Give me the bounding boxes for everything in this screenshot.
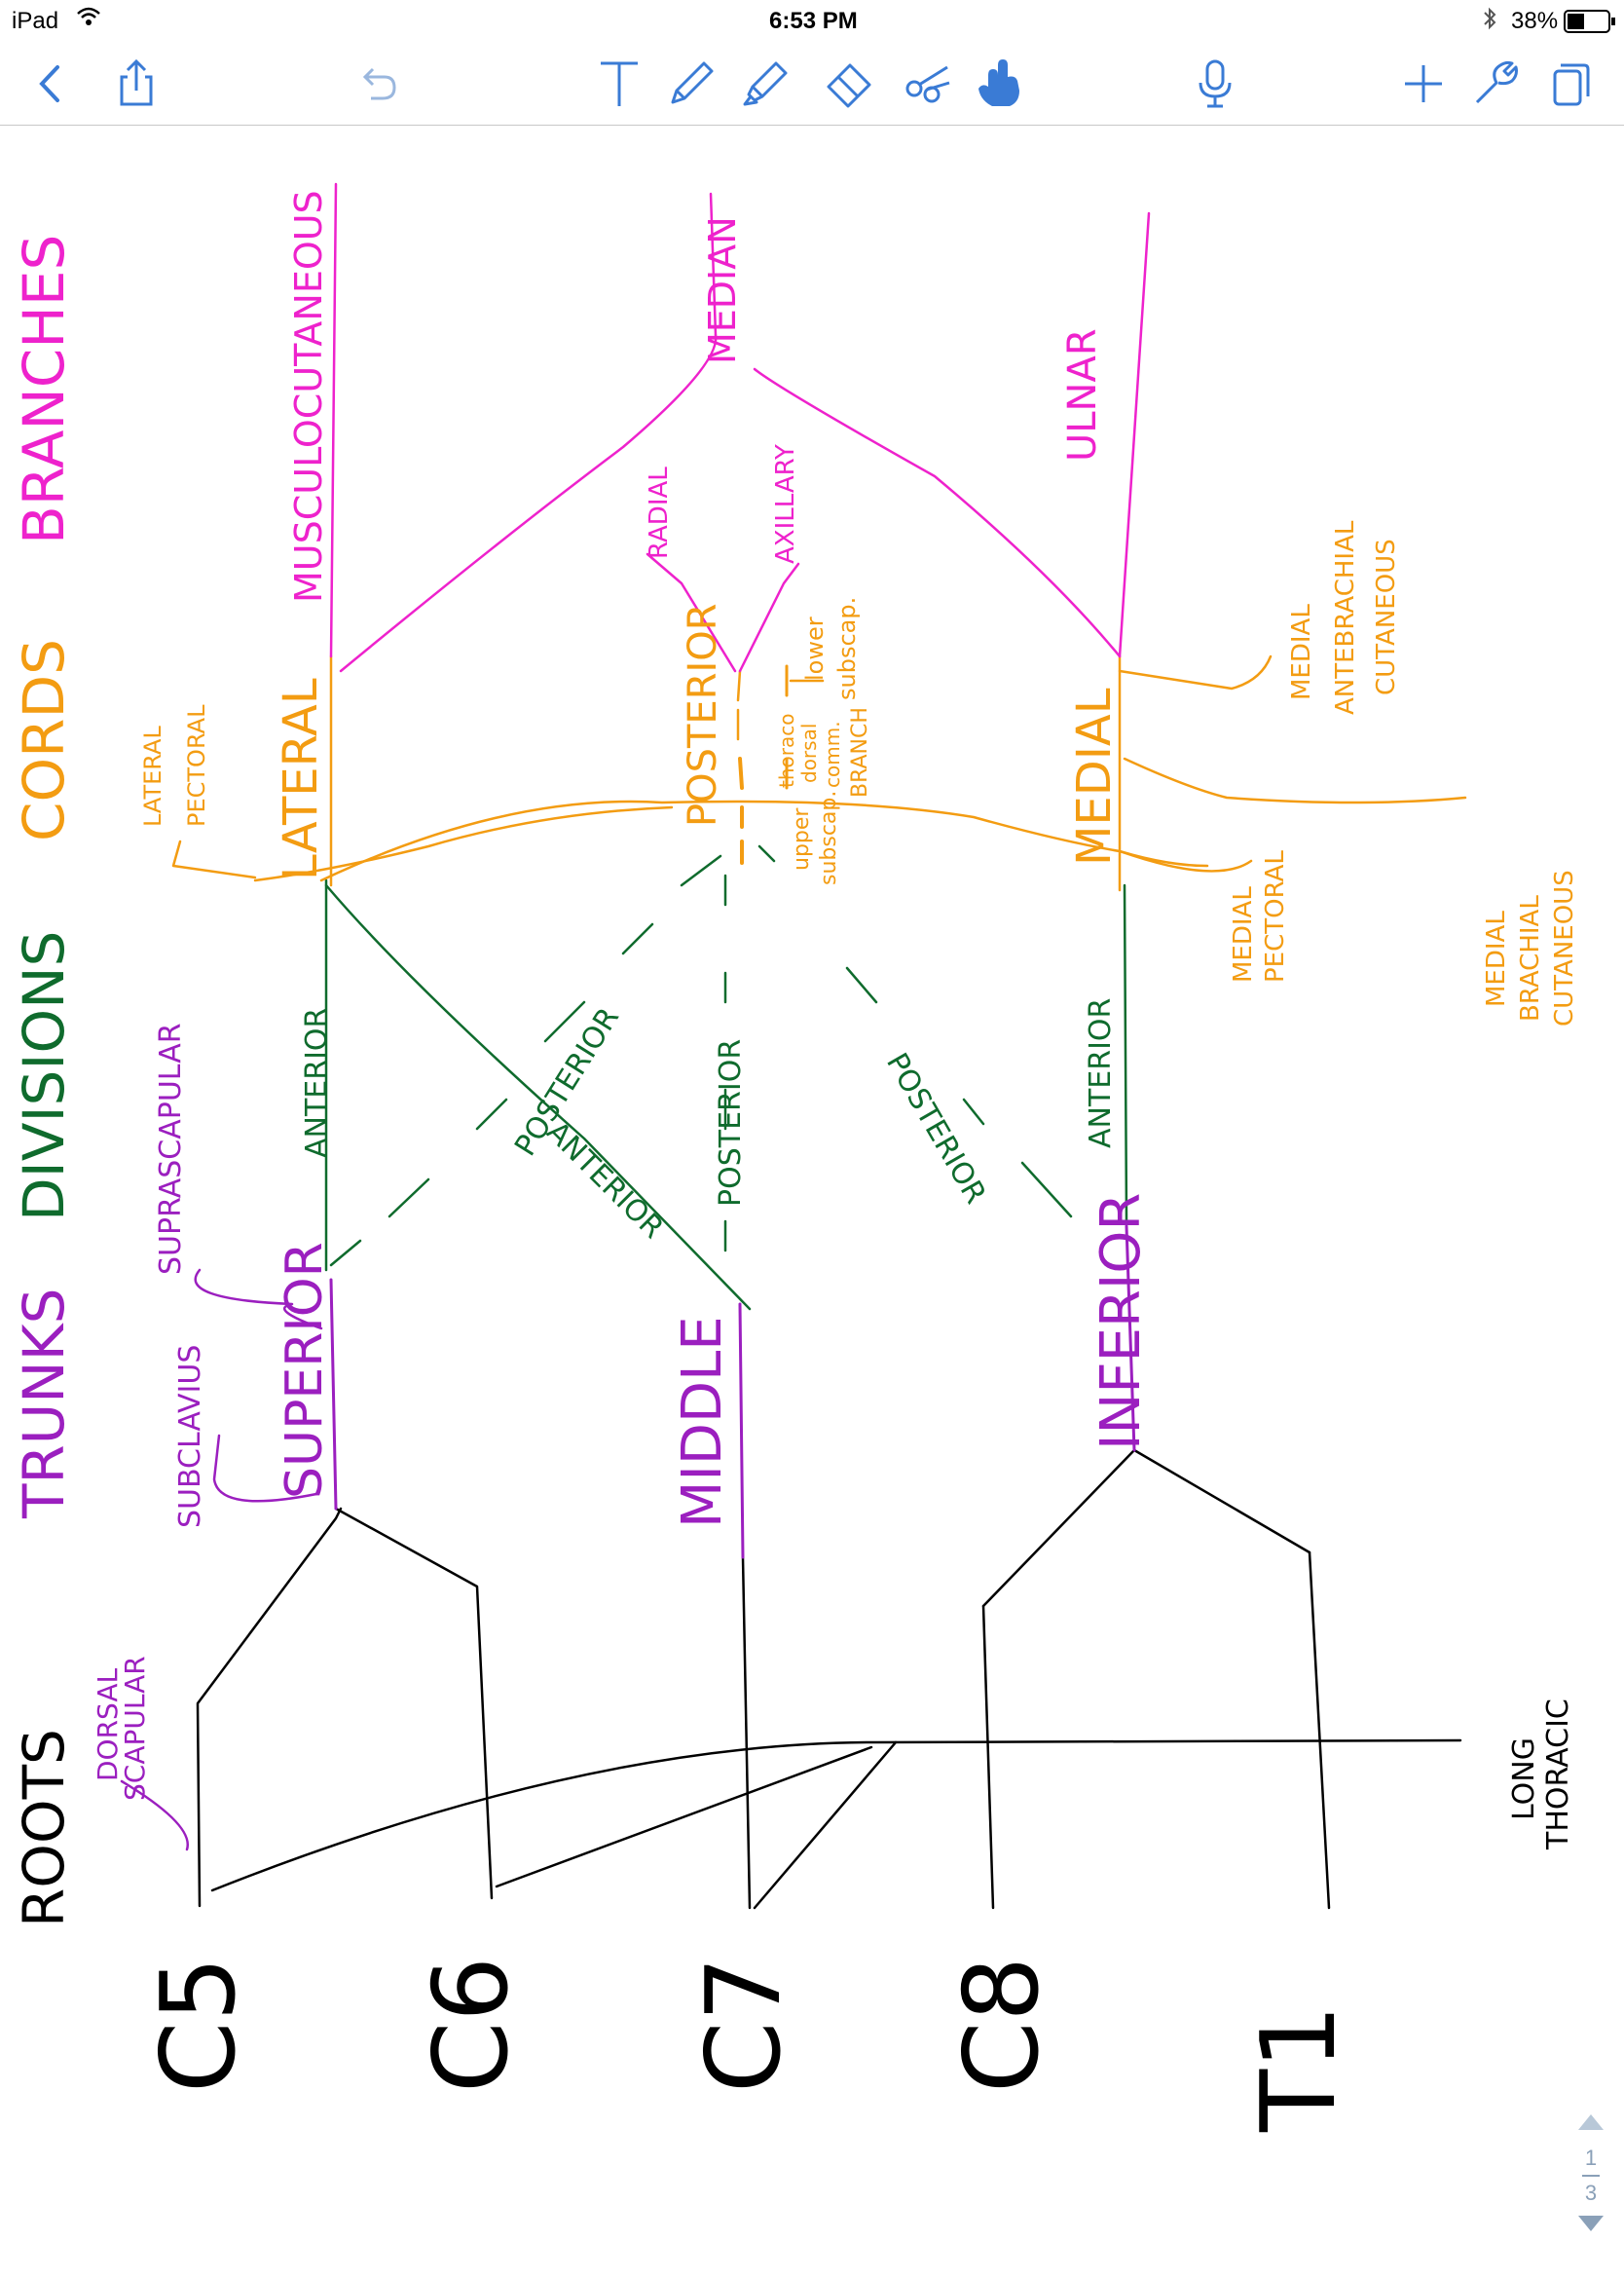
note-canvas[interactable]: ROOTS TRUNKS DIVISIONS CORDS BRANCHES C5… [0, 126, 1624, 2231]
division-labels: ANTERIOR POSTERIOR ANTERIOR POSTERIOR PO… [300, 998, 1118, 1246]
dorsal-scapular-2: SCAPULAR [119, 1656, 151, 1801]
battery-icon [1564, 10, 1616, 40]
branch-labels: MUSCULOCUTANEOUS MEDIAN RADIAL AXILLARY … [287, 190, 1105, 603]
add-icon[interactable] [1394, 56, 1453, 111]
medial-pectoral-2: PECTORAL [1261, 850, 1290, 983]
microphone-icon[interactable] [1186, 56, 1244, 111]
back-chevron-icon[interactable] [21, 56, 80, 111]
heading-branches: BRANCHES [11, 235, 77, 544]
wifi-icon [76, 6, 101, 34]
cord-medial: MEDIAL [1067, 688, 1122, 866]
medial-brachial-3: CUTANEOUS [1550, 870, 1579, 1027]
division-anterior-sup: ANTERIOR [300, 1008, 334, 1158]
headings: ROOTS TRUNKS DIVISIONS CORDS BRANCHES [11, 235, 77, 1927]
division-anterior-inf: ANTERIOR [1084, 998, 1118, 1148]
hand-finger-icon[interactable] [970, 56, 1028, 111]
division-lines [324, 844, 1128, 1311]
root-c7: C7 [684, 1957, 803, 2093]
heading-roots: ROOTS [11, 1729, 77, 1927]
toolbar [0, 43, 1624, 126]
root-c8: C8 [942, 1957, 1061, 2093]
division-posterior-inf: POSTERIOR [879, 1048, 992, 1211]
division-anterior-mid: ANTERIOR [539, 1115, 670, 1246]
thoracodorsal-4: BRANCH [848, 707, 872, 798]
branch-median: MEDIAN [701, 216, 744, 364]
undo-icon[interactable] [349, 56, 407, 111]
page-total: 3 [1584, 2181, 1598, 2205]
cord-lines [171, 654, 1467, 892]
subclavius-label: SUBCLAVIUS [173, 1345, 207, 1528]
page-current: 1 [1584, 2146, 1598, 2170]
pen-tool-icon[interactable] [662, 56, 720, 111]
lasso-scissors-icon[interactable] [900, 56, 958, 111]
medial-brachial-2: BRACHIAL [1516, 895, 1545, 1022]
medial-antebrachial-1: MEDIAL [1287, 604, 1316, 700]
root-labels: C5 C6 C7 C8 T1 LONG THORACIC [139, 1699, 1575, 2133]
division-posterior-mid: POSTERIOR [714, 1039, 748, 1207]
branch-radial: RADIAL [645, 467, 674, 559]
lateral-pectoral-1: LATERAL [139, 726, 166, 827]
page-indicator[interactable]: 1 3 [1571, 2112, 1610, 2278]
root-c6: C6 [412, 1957, 531, 2093]
long-thoracic-1: LONG [1507, 1737, 1541, 1820]
branch-musculocutaneous: MUSCULOCUTANEOUS [287, 190, 330, 603]
wrench-icon[interactable] [1466, 56, 1525, 111]
thoracodorsal-3: comm. [821, 721, 844, 788]
trunk-middle: MIDDLE [671, 1316, 734, 1528]
branch-axillary: AXILLARY [771, 444, 800, 564]
lower-subscap-2: subscap. [833, 597, 861, 700]
heading-cords: CORDS [11, 639, 77, 841]
root-lines [196, 1448, 1462, 1910]
root-t1: T1 [1239, 2004, 1358, 2133]
trunk-labels: DORSAL SCAPULAR SUPERIOR MIDDLE INFERIOR… [92, 1023, 1153, 1801]
plexus-drawing[interactable]: ROOTS TRUNKS DIVISIONS CORDS BRANCHES C5… [0, 126, 1624, 2166]
thoracodorsal-2: dorsal [797, 724, 821, 783]
page-divider [1582, 2175, 1600, 2177]
medial-brachial-1: MEDIAL [1482, 911, 1511, 1007]
medial-antebrachial-3: CUTANEOUS [1372, 539, 1401, 695]
battery-percent: 38% [1511, 8, 1559, 34]
cord-lateral: LATERAL [274, 678, 328, 880]
suprascapular-label: SUPRASCAPULAR [154, 1023, 188, 1275]
page-up-icon[interactable] [1576, 2112, 1606, 2132]
root-c5: C5 [139, 1957, 258, 2093]
device-label: iPad [12, 8, 59, 34]
trunk-superior: SUPERIOR [276, 1242, 334, 1499]
upper-subscap-2: subscap. [817, 791, 841, 885]
medial-pectoral-1: MEDIAL [1229, 886, 1258, 983]
trunk-lines [120, 1224, 1136, 1851]
eraser-tool-icon[interactable] [820, 56, 878, 111]
page-down-icon[interactable] [1576, 2214, 1606, 2233]
status-bar: iPad 6:53 PM 38% [0, 0, 1624, 43]
long-thoracic-2: THORACIC [1541, 1699, 1575, 1850]
cord-labels: LATERAL POSTERIOR MEDIAL LATERAL PECTORA… [139, 520, 1579, 1027]
cord-posterior: POSTERIOR [681, 603, 725, 827]
bluetooth-icon [1482, 6, 1497, 38]
clock: 6:53 PM [769, 8, 858, 34]
lateral-pectoral-2: PECTORAL [183, 704, 210, 827]
highlighter-tool-icon[interactable] [736, 56, 794, 111]
upper-subscap-1: upper [790, 807, 814, 871]
heading-trunks: TRUNKS [11, 1288, 77, 1519]
share-icon[interactable] [107, 56, 166, 111]
trunk-inferior: INFERIOR [1089, 1193, 1153, 1450]
branch-lines [329, 182, 1151, 673]
branch-ulnar: ULNAR [1060, 328, 1105, 462]
medial-antebrachial-2: ANTEBRACHIAL [1331, 520, 1360, 715]
thoracodorsal-1: thoraco [775, 714, 798, 788]
lower-subscap-1: lower [801, 616, 829, 681]
heading-divisions: DIVISIONS [11, 931, 77, 1221]
text-tool-icon[interactable] [590, 56, 648, 111]
pages-icon[interactable] [1540, 56, 1599, 111]
dorsal-scapular-1: DORSAL [92, 1667, 124, 1781]
